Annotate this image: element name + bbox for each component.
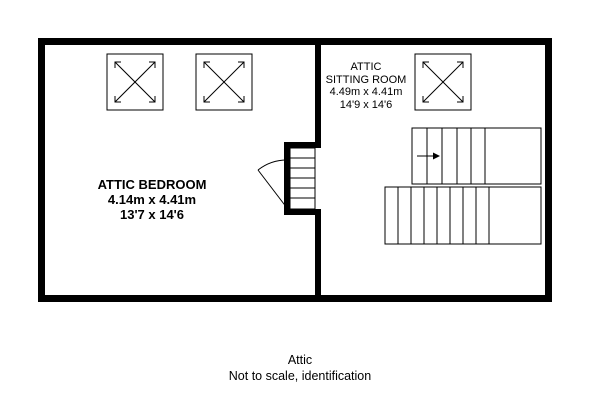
room-size-imperial: 14'9 x 14'6	[339, 98, 393, 111]
stair-direction-arrow-icon	[417, 152, 440, 160]
skylight-icon	[414, 53, 472, 111]
outer-wall	[38, 38, 552, 302]
room-name-line2: SITTING ROOM	[325, 73, 407, 86]
room-size-imperial: 13'7 x 14'6	[119, 206, 185, 222]
floor-name: Attic	[287, 353, 313, 367]
walls	[38, 38, 552, 302]
door-swing-icon	[257, 159, 288, 209]
room-name: ATTIC BEDROOM	[97, 177, 207, 192]
attic-bedroom-label: ATTIC BEDROOM 4.14m x 4.41m 13'7 x 14'6	[66, 177, 238, 223]
cupboard-stair	[289, 147, 316, 210]
partition-wall	[284, 42, 321, 298]
room-size-metric: 4.49m x 4.41m	[329, 86, 403, 99]
room-name-line1: ATTIC	[350, 61, 382, 73]
room-size-metric: 4.14m x 4.41m	[107, 191, 197, 207]
plan-caption: Attic Not to scale, identification	[0, 353, 600, 384]
staircase	[384, 127, 542, 245]
skylight-icon	[195, 53, 253, 111]
skylight-icon	[106, 53, 164, 111]
scale-note: Not to scale, identification	[228, 368, 372, 383]
attic-sitting-room-label: ATTIC SITTING ROOM 4.49m x 4.41m 14'9 x …	[316, 61, 416, 112]
